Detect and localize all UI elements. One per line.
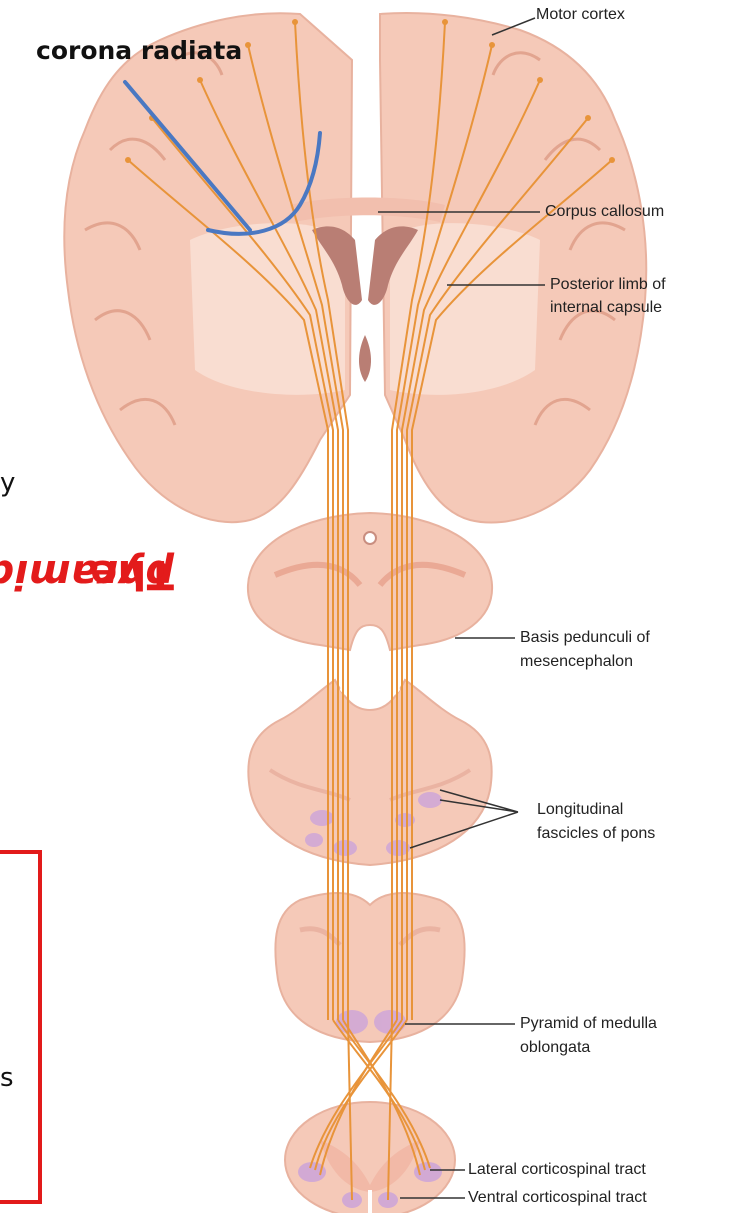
spinal-cord-section: [285, 1102, 455, 1213]
posterior-limb-label-line2: internal capsule: [550, 298, 662, 318]
cerebral-aqueduct: [364, 532, 376, 544]
lateral-corticospinal-label: Lateral corticospinal tract: [468, 1160, 646, 1180]
basis-pedunculi-label-line1: Basis pedunculi of: [520, 628, 650, 648]
basis-pedunculi-label-line2: mesencephalon: [520, 652, 633, 672]
medulla-outline: [275, 893, 464, 1042]
pyramidal-tract-title: The pyramidal tract: [128, 551, 178, 1191]
red-highlight-box: [0, 850, 42, 1204]
motor-cortex-label: Motor cortex: [536, 5, 625, 25]
medulla-section: [275, 893, 464, 1042]
posterior-limb-label-line1: Posterior limb of: [550, 275, 666, 295]
longitudinal-fascicles-label-line1: Longitudinal: [537, 800, 623, 820]
corpus-callosum-label: Corpus callosum: [545, 202, 664, 222]
corona-radiata-annotation-label: corona radiata: [36, 36, 242, 65]
title-emphasis: pyramidal tract: [0, 551, 174, 597]
pyramid-medulla-label-line2: oblongata: [520, 1038, 590, 1058]
pyramid-medulla-label-line1: Pyramid of medulla: [520, 1014, 657, 1034]
ventral-corticospinal-label: Ventral corticospinal tract: [468, 1188, 647, 1208]
cropped-text-fragment: y: [0, 468, 15, 498]
longitudinal-fascicles-label-line2: fascicles of pons: [537, 824, 655, 844]
